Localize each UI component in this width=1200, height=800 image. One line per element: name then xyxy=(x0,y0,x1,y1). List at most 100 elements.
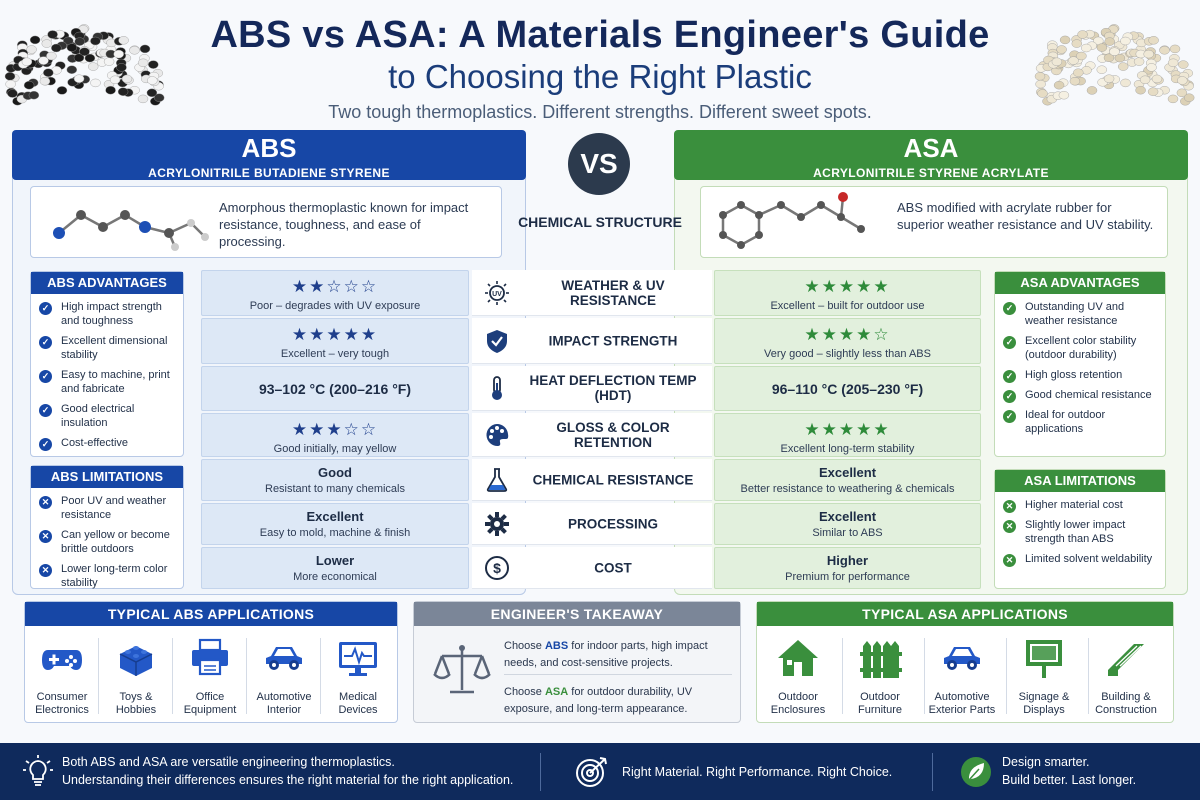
takeaway-title: ENGINEER'S TAKEAWAY xyxy=(414,602,740,626)
abs-adv-text: Excellent dimensional stability xyxy=(61,335,168,361)
printer-icon xyxy=(192,638,228,676)
abs-applications-panel: TYPICAL ABS APPLICATIONS Consumer Electr… xyxy=(24,601,398,723)
abs-adv-text: High impact strength and toughness xyxy=(61,301,162,327)
pellet xyxy=(73,53,85,62)
property-label: PROCESSING xyxy=(567,516,659,531)
x-icon: ✕ xyxy=(1003,554,1016,567)
abs-value: Good xyxy=(318,465,352,480)
abs-adv-list: ✓High impact strength and toughness✓Exce… xyxy=(31,294,183,451)
application-divider xyxy=(320,638,321,714)
abs-pellets-image xyxy=(4,24,165,106)
asa-rating-cell: ★★★★★ Excellent long-term stability xyxy=(714,413,981,457)
asa-star-rating: ★★★★★ xyxy=(804,420,891,439)
palette-icon xyxy=(486,423,509,446)
asa-description: Excellent long-term stability xyxy=(780,443,915,455)
pellet xyxy=(1177,76,1188,85)
asa-description: ABS modified with acrylate rubber for su… xyxy=(897,200,1154,232)
asa-adv-text: Outstanding UV and weather resistance xyxy=(1025,301,1125,327)
pellet xyxy=(56,86,68,95)
takeaway-abs-pre: Choose xyxy=(504,640,545,652)
pellet xyxy=(26,45,37,54)
asa-rating-cell: ★★★★★Excellent – built for outdoor use xyxy=(714,270,981,316)
asa-lim-text: Slightly lower impact strength than ABS xyxy=(1025,519,1126,545)
abs-star-rating: ★★☆☆☆ xyxy=(291,277,379,296)
asa-application: Automotive Exterior Parts xyxy=(927,636,997,717)
pellet xyxy=(1178,60,1189,69)
abs-molecule-icon xyxy=(53,210,209,251)
pellet xyxy=(1176,88,1188,98)
pellet xyxy=(74,37,85,46)
abs-lim-item: ✕Can yellow or become brittle outdoors xyxy=(37,528,177,556)
asa-rating-cell: 96–110 °C (205–230 °F) xyxy=(714,366,981,411)
pellet xyxy=(90,36,101,46)
takeaway-abs-material: ABS xyxy=(544,640,569,652)
pellet xyxy=(29,35,41,45)
vs-badge: VS xyxy=(568,133,630,195)
abs-adv-item: ✓Cost-effective xyxy=(37,436,177,451)
asa-adv-text: Good chemical resistance xyxy=(1025,389,1152,401)
abs-structure-box: Amorphous thermoplastic known for impact… xyxy=(30,186,502,258)
asa-value: Higher xyxy=(826,553,869,568)
pellet xyxy=(1133,57,1145,66)
abs-adv-text: Good electrical insulation xyxy=(61,403,135,429)
asa-full-name: ACRYLONITRILE STYRENE ACRYLATE xyxy=(813,166,1049,180)
pellet xyxy=(1056,45,1067,54)
abs-application-label: Toys & Hobbies xyxy=(115,691,157,716)
takeaway-abs-post: for indoor parts, high impact needs, and… xyxy=(504,640,708,669)
abs-name: ABS xyxy=(241,133,297,163)
pellet xyxy=(41,39,52,48)
abs-full-name: ACRYLONITRILE BUTADIENE STYRENE xyxy=(148,166,390,180)
x-icon: ✕ xyxy=(1003,520,1016,533)
abs-advantages-box: ABS ADVANTAGES ✓High impact strength and… xyxy=(30,271,184,457)
pellet xyxy=(1081,43,1092,53)
footer-right: Design smarter. Build better. Last longe… xyxy=(1002,753,1136,789)
abs-adv-text: Cost-effective xyxy=(61,437,129,449)
pellet xyxy=(1071,39,1082,48)
asa-value: 96–110 °C (205–230 °F) xyxy=(771,380,924,397)
application-divider xyxy=(1006,638,1007,714)
asa-lim-text: Higher material cost xyxy=(1025,499,1123,511)
asa-application-label: Building & Construction xyxy=(1095,691,1157,716)
footer-divider xyxy=(932,753,933,791)
pellet xyxy=(23,80,35,90)
flask-icon xyxy=(486,467,508,492)
abs-application-label: Consumer Electronics xyxy=(35,691,89,716)
asa-description: Excellent – built for outdoor use xyxy=(770,300,925,312)
abs-application: Consumer Electronics xyxy=(27,636,97,717)
pellet xyxy=(1059,35,1071,45)
asa-rating-cell: ★★★★☆Very good – slightly less than ABS xyxy=(714,318,981,364)
abs-limitations-box: ABS LIMITATIONS ✕Poor UV and weather res… xyxy=(30,465,184,589)
application-divider xyxy=(842,638,843,714)
asa-adv-item: ✓Ideal for outdoor applications xyxy=(1001,408,1159,436)
pellet xyxy=(47,30,58,39)
pellet xyxy=(146,88,158,98)
property-label: HEAT DEFLECTION TEMP (HDT) xyxy=(529,373,697,403)
asa-structure-box: ABS modified with acrylate rubber for su… xyxy=(700,186,1168,258)
asa-advantages-title: ASA ADVANTAGES xyxy=(995,272,1165,294)
pellet xyxy=(79,47,90,56)
asa-description: Similar to ABS xyxy=(812,527,883,539)
asa-name: ASA xyxy=(903,133,959,163)
asa-molecule-icon xyxy=(719,192,865,249)
asa-application-label: Automotive Exterior Parts xyxy=(928,691,996,716)
asa-lim-item: ✕Limited solvent weldability xyxy=(1001,552,1159,567)
asa-applications-panel: TYPICAL ASA APPLICATIONS Outdoor Enclosu… xyxy=(756,601,1174,723)
pellet xyxy=(66,43,78,52)
pellet xyxy=(1104,37,1115,46)
takeaway-divider xyxy=(504,674,732,675)
pellet xyxy=(43,68,54,77)
abs-adv-item: ✓Easy to machine, print and fabricate xyxy=(37,368,177,396)
pellet xyxy=(1053,80,1065,90)
check-icon: ✓ xyxy=(39,336,52,349)
asa-adv-text: Ideal for outdoor applications xyxy=(1025,409,1106,435)
asa-value: Excellent xyxy=(818,465,877,480)
x-icon: ✕ xyxy=(39,530,52,543)
takeaway-abs: Choose ABS for indoor parts, high impact… xyxy=(504,638,732,672)
brick-icon xyxy=(119,646,153,676)
application-divider xyxy=(246,638,247,714)
asa-pellets-image xyxy=(1034,24,1195,106)
pellet xyxy=(118,36,129,45)
pellet xyxy=(1103,74,1115,83)
footer-right-line2: Build better. Last longer. xyxy=(1002,773,1137,787)
